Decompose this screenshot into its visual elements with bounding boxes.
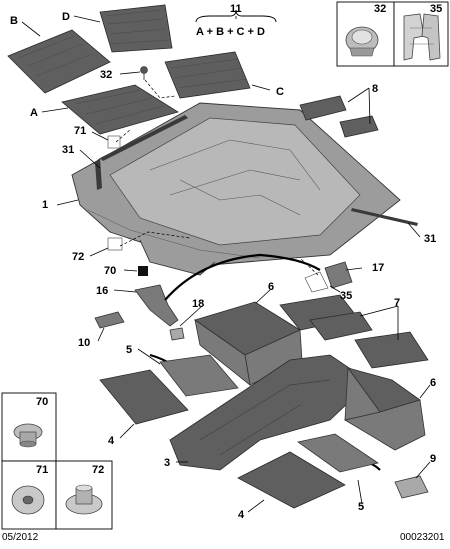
part-70 [138,266,148,276]
label-31-right: 31 [424,233,436,245]
label-d: D [62,11,70,23]
label-72: 72 [72,251,84,263]
mat-5-upper [159,354,239,397]
mat-4-lower [237,451,346,509]
inset-35: 35 [393,1,449,67]
floor-pan [71,102,401,276]
mat-d [99,4,173,53]
inset-71-label: 71 [36,464,48,476]
mat-a [61,84,179,135]
part-71 [107,135,121,149]
label-6-lower: 6 [430,377,436,389]
inset-71: 71 [1,460,57,530]
bracket-17 [324,261,353,289]
label-32: 32 [100,69,112,81]
formula-brace [195,9,277,23]
part-10 [94,311,125,329]
label-4-lower: 4 [238,509,245,521]
insulation-6-lower [343,366,426,451]
mat-c [164,51,251,99]
inset-32: 32 [336,1,395,67]
label-7: 7 [394,297,400,309]
label-1: 1 [42,199,48,211]
label-3: 3 [164,457,170,469]
label-5-lower: 5 [358,501,364,513]
formula-text: A + B + C + D [196,26,265,38]
label-18: 18 [192,298,204,310]
label-6-upper: 6 [268,281,274,293]
panels-7 [279,294,429,369]
tunnel-3 [169,354,371,471]
label-8: 8 [372,83,378,95]
insulation-6-upper [194,301,303,386]
mat-4-upper [99,369,189,425]
bracket-16 [134,284,185,341]
seal-31-right [351,208,418,226]
inset-35-label: 35 [430,3,442,15]
seal-31-left [95,115,188,190]
label-4-upper: 4 [108,435,115,447]
inset-70-label: 70 [36,396,48,408]
part-35 [304,271,329,293]
inset-32-label: 32 [374,3,386,15]
footer-ref: 00023201 [400,532,445,543]
label-10: 10 [78,337,90,349]
clips-8 [299,95,379,138]
mat-5-lower [297,433,379,473]
part-72 [107,237,123,251]
inset-72: 72 [55,460,113,530]
clip-32 [140,66,148,80]
footer-date: 05/2012 [2,532,39,543]
label-11: 11 [230,3,242,15]
label-17: 17 [372,262,384,274]
label-9: 9 [430,453,436,465]
label-5-upper: 5 [126,344,132,356]
label-a: A [30,107,38,119]
label-71: 71 [74,125,86,137]
label-c: C [276,86,284,98]
inset-70: 70 [1,392,57,462]
label-b: B [10,15,18,27]
label-35: 35 [340,290,352,302]
label-70: 70 [104,265,116,277]
part-9 [394,475,429,499]
label-31-left: 31 [62,144,74,156]
cable-upper [164,253,321,301]
label-16: 16 [96,285,108,297]
inset-72-label: 72 [92,464,104,476]
mat-b [7,29,111,94]
